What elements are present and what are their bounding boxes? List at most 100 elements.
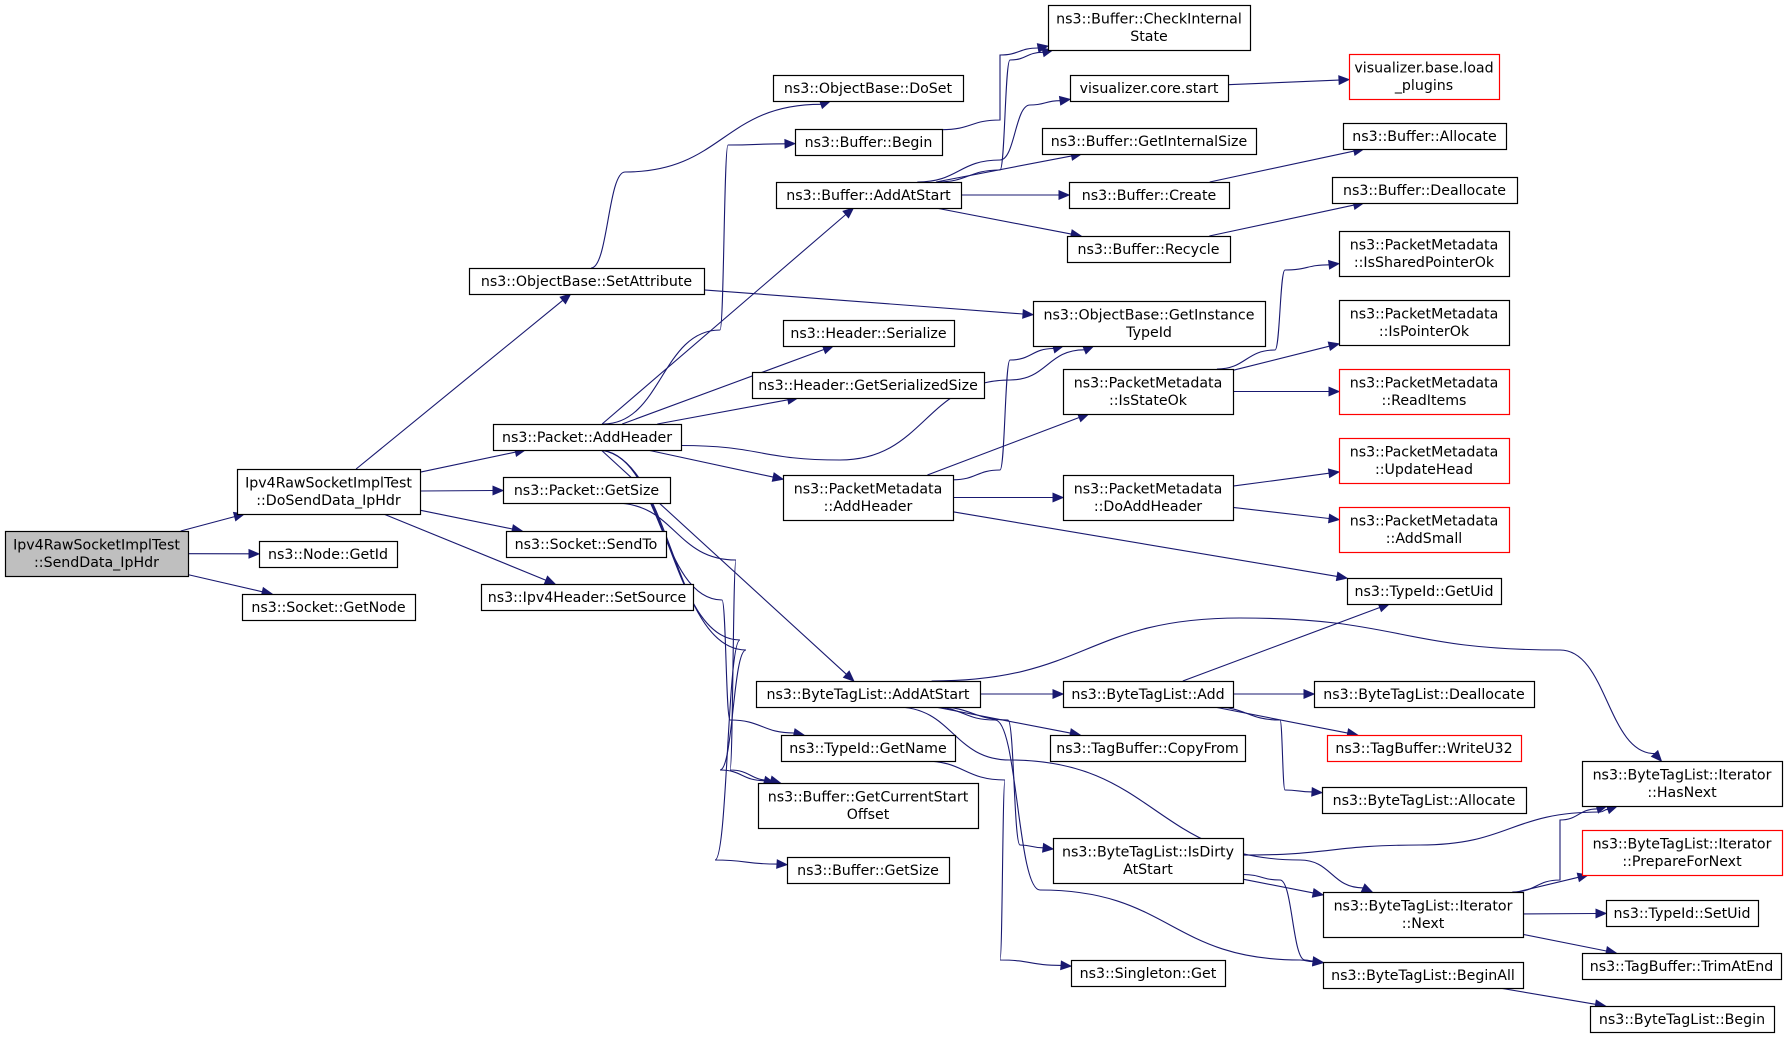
node-box[interactable]	[468, 267, 706, 296]
node-box[interactable]	[1581, 952, 1783, 981]
node-box[interactable]	[1069, 74, 1230, 103]
node-pm_readitems[interactable]: ns3::PacketMetadata::ReadItems	[1338, 368, 1511, 416]
node-box[interactable]	[236, 468, 422, 516]
node-box[interactable]	[1605, 899, 1760, 928]
node-vis_base_load[interactable]: visualizer.base.load_plugins	[1348, 53, 1501, 101]
node-btl_beginall[interactable]: ns3::ByteTagList::BeginAll	[1322, 961, 1525, 990]
node-pm_doaddheader[interactable]: ns3::PacketMetadata::DoAddHeader	[1062, 474, 1235, 522]
node-sock_sendto[interactable]: ns3::Socket::SendTo	[505, 530, 668, 559]
node-box[interactable]	[1068, 181, 1231, 210]
node-box[interactable]	[1062, 680, 1235, 709]
node-box[interactable]	[1581, 760, 1784, 808]
node-box[interactable]	[780, 734, 957, 763]
node-box[interactable]	[1338, 368, 1511, 416]
node-typeid_setuid[interactable]: ns3::TypeId::SetUid	[1605, 899, 1760, 928]
node-pm_isstateok[interactable]: ns3::PacketMetadata::IsStateOk	[1062, 368, 1235, 416]
node-box[interactable]	[1348, 53, 1501, 101]
node-btl_addatstart[interactable]: ns3::ByteTagList::AddAtStart	[755, 680, 982, 709]
node-pkt_addheader[interactable]: ns3::Packet::AddHeader	[492, 423, 683, 452]
node-buf_getinternalsize[interactable]: ns3::Buffer::GetInternalSize	[1041, 127, 1258, 156]
node-ipv4_setsource[interactable]: ns3::Ipv4Header::SetSource	[480, 583, 695, 612]
node-box[interactable]	[1052, 837, 1245, 885]
node-box[interactable]	[1049, 734, 1247, 763]
node-box[interactable]	[1338, 230, 1511, 278]
node-box[interactable]	[480, 583, 695, 612]
node-doset[interactable]: ns3::ObjectBase::DoSet	[772, 74, 965, 103]
node-box[interactable]	[755, 680, 982, 709]
node-box[interactable]	[1062, 474, 1235, 522]
node-box[interactable]	[492, 423, 683, 452]
node-do_send[interactable]: Ipv4RawSocketImplTest::DoSendData_IpHdr	[236, 468, 422, 516]
node-typeid_getname[interactable]: ns3::TypeId::GetName	[780, 734, 957, 763]
node-box[interactable]	[4, 530, 190, 578]
node-box[interactable]	[772, 74, 965, 103]
node-tagbuf_writeu32[interactable]: ns3::TagBuffer::WriteU32	[1326, 734, 1523, 763]
node-btl_allocate[interactable]: ns3::ByteTagList::Allocate	[1321, 786, 1528, 815]
node-box[interactable]	[1342, 122, 1508, 151]
node-box[interactable]	[1346, 577, 1503, 606]
node-typeid_getuid[interactable]: ns3::TypeId::GetUid	[1346, 577, 1503, 606]
node-singleton_get[interactable]: ns3::Singleton::Get	[1070, 959, 1227, 988]
node-buf_deallocate[interactable]: ns3::Buffer::Deallocate	[1331, 176, 1519, 205]
node-box[interactable]	[1070, 959, 1227, 988]
node-box[interactable]	[1032, 300, 1267, 348]
node-box[interactable]	[502, 476, 672, 505]
node-box[interactable]	[757, 782, 980, 830]
node-box[interactable]	[1322, 961, 1525, 990]
node-buf_allocate[interactable]: ns3::Buffer::Allocate	[1342, 122, 1508, 151]
node-pkt_getsize[interactable]: ns3::Packet::GetSize	[502, 476, 672, 505]
node-box[interactable]	[1338, 506, 1511, 554]
node-box[interactable]	[1338, 299, 1511, 347]
node-box[interactable]	[751, 371, 986, 400]
node-pm_isptrok[interactable]: ns3::PacketMetadata::IsPointerOk	[1338, 299, 1511, 347]
node-buf_getsize[interactable]: ns3::Buffer::GetSize	[786, 856, 951, 885]
node-vis_core_start[interactable]: visualizer.core.start	[1069, 74, 1230, 103]
node-tagbuf_copyfrom[interactable]: ns3::TagBuffer::CopyFrom	[1049, 734, 1247, 763]
node-box[interactable]	[782, 319, 956, 348]
node-buf_create[interactable]: ns3::Buffer::Create	[1068, 181, 1231, 210]
node-pm_addsmall[interactable]: ns3::PacketMetadata::AddSmall	[1338, 506, 1511, 554]
node-btl_it_next[interactable]: ns3::ByteTagList::Iterator::Next	[1322, 891, 1525, 939]
node-box[interactable]	[1326, 734, 1523, 763]
node-box[interactable]	[241, 593, 417, 622]
node-box[interactable]	[505, 530, 668, 559]
node-box[interactable]	[1062, 368, 1235, 416]
node-hdr_serialize[interactable]: ns3::Header::Serialize	[782, 319, 956, 348]
node-box[interactable]	[1066, 235, 1232, 264]
node-btl_begin[interactable]: ns3::ByteTagList::Begin	[1589, 1005, 1776, 1034]
node-buf_addatstart[interactable]: ns3::Buffer::AddAtStart	[775, 181, 963, 210]
node-box[interactable]	[1041, 127, 1258, 156]
node-buf_recycle[interactable]: ns3::Buffer::Recycle	[1066, 235, 1232, 264]
node-box[interactable]	[786, 856, 951, 885]
node-setattribute[interactable]: ns3::ObjectBase::SetAttribute	[468, 267, 706, 296]
node-box[interactable]	[775, 181, 963, 210]
node-send_data[interactable]: Ipv4RawSocketImplTest::SendData_IpHdr	[4, 530, 190, 578]
node-pm_addheader[interactable]: ns3::PacketMetadata::AddHeader	[782, 474, 955, 522]
node-btl_deallocate[interactable]: ns3::ByteTagList::Deallocate	[1313, 680, 1536, 709]
node-box[interactable]	[1581, 829, 1784, 877]
node-box[interactable]	[1313, 680, 1536, 709]
node-box[interactable]	[1338, 437, 1511, 485]
node-box[interactable]	[1589, 1005, 1776, 1034]
node-node_getid[interactable]: ns3::Node::GetId	[258, 540, 399, 569]
node-pm_issharedptr[interactable]: ns3::PacketMetadata::IsSharedPointerOk	[1338, 230, 1511, 278]
node-btl_it_hasnext[interactable]: ns3::ByteTagList::Iterator::HasNext	[1581, 760, 1784, 808]
node-box[interactable]	[1331, 176, 1519, 205]
node-box[interactable]	[1321, 786, 1528, 815]
node-btl_add[interactable]: ns3::ByteTagList::Add	[1062, 680, 1235, 709]
node-box[interactable]	[1047, 4, 1252, 52]
node-buf_begin[interactable]: ns3::Buffer::Begin	[794, 128, 944, 157]
node-box[interactable]	[1322, 891, 1525, 939]
node-box[interactable]	[794, 128, 944, 157]
node-socket_getnode[interactable]: ns3::Socket::GetNode	[241, 593, 417, 622]
node-box[interactable]	[782, 474, 955, 522]
node-tagbuf_trimatend[interactable]: ns3::TagBuffer::TrimAtEnd	[1581, 952, 1783, 981]
node-hdr_getsersize[interactable]: ns3::Header::GetSerializedSize	[751, 371, 986, 400]
node-pm_updatehead[interactable]: ns3::PacketMetadata::UpdateHead	[1338, 437, 1511, 485]
node-box[interactable]	[258, 540, 399, 569]
node-btl_it_prepnext[interactable]: ns3::ByteTagList::Iterator::PrepareForNe…	[1581, 829, 1784, 877]
